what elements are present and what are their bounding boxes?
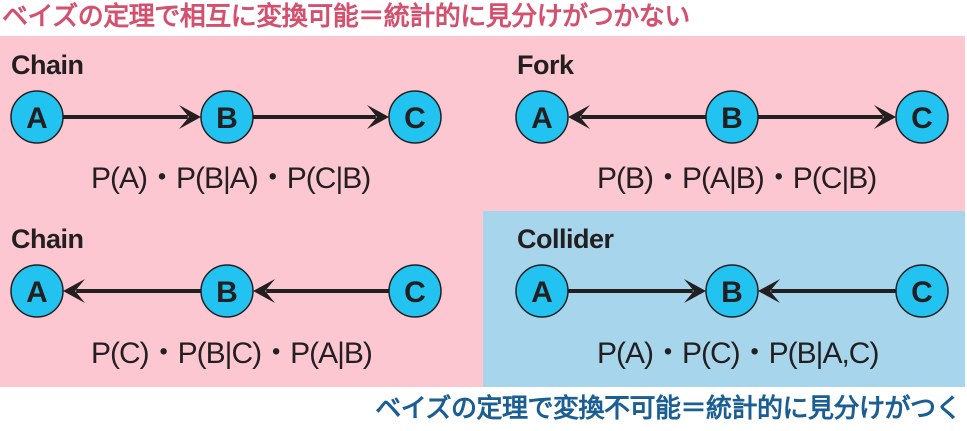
arrowhead-icon: [179, 105, 201, 129]
node-b: [705, 90, 759, 144]
formula-fork: P(B)・P(A|B)・P(C|B): [597, 162, 877, 195]
node-label-b: B: [216, 276, 238, 309]
node-b: [200, 264, 254, 318]
formula-collider: P(A)・P(C)・P(B|A,C): [597, 337, 879, 370]
node-c: [388, 264, 442, 318]
node-label-a: A: [531, 276, 553, 309]
node-c: [388, 90, 442, 144]
panel-label-fork: Fork: [517, 50, 574, 80]
node-label-c: C: [911, 276, 933, 309]
node-label-b: B: [721, 276, 743, 309]
node-c: [895, 264, 949, 318]
node-a: [10, 90, 64, 144]
graph-chain-forward: A B C: [10, 90, 442, 144]
panel-label-collider: Collider: [517, 224, 614, 254]
graph-collider: A B C: [515, 264, 949, 318]
arrowhead-icon: [63, 279, 85, 303]
arrowhead-icon: [874, 105, 896, 129]
node-a: [10, 264, 64, 318]
node-label-b: B: [721, 102, 743, 135]
node-label-a: A: [531, 102, 553, 135]
node-b: [200, 90, 254, 144]
arrowhead-icon: [568, 105, 590, 129]
node-label-c: C: [404, 102, 426, 135]
node-a: [515, 264, 569, 318]
node-b: [705, 264, 759, 318]
graph-fork: A B C: [515, 90, 949, 144]
graph-chain-backward: A B C: [10, 264, 442, 318]
formula-chain-backward: P(C)・P(B|C)・P(A|B): [91, 337, 373, 370]
node-label-c: C: [404, 276, 426, 309]
footer-title: ベイズの定理で変換不可能＝統計的に見分けがつく: [375, 394, 961, 424]
header-title: ベイズの定理で相互に変換可能＝統計的に見分けがつかない: [2, 2, 690, 32]
formula-chain-forward: P(A)・P(B|A)・P(C|B): [91, 162, 371, 195]
node-label-a: A: [26, 102, 48, 135]
panel-label-chain-backward: Chain: [11, 224, 84, 254]
node-a: [515, 90, 569, 144]
node-label-b: B: [216, 102, 238, 135]
arrowhead-icon: [758, 279, 780, 303]
node-c: [895, 90, 949, 144]
arrowhead-icon: [253, 279, 275, 303]
node-label-a: A: [26, 276, 48, 309]
node-label-c: C: [911, 102, 933, 135]
arrowhead-icon: [367, 105, 389, 129]
panel-label-chain-forward: Chain: [11, 50, 84, 80]
arrowhead-icon: [684, 279, 706, 303]
